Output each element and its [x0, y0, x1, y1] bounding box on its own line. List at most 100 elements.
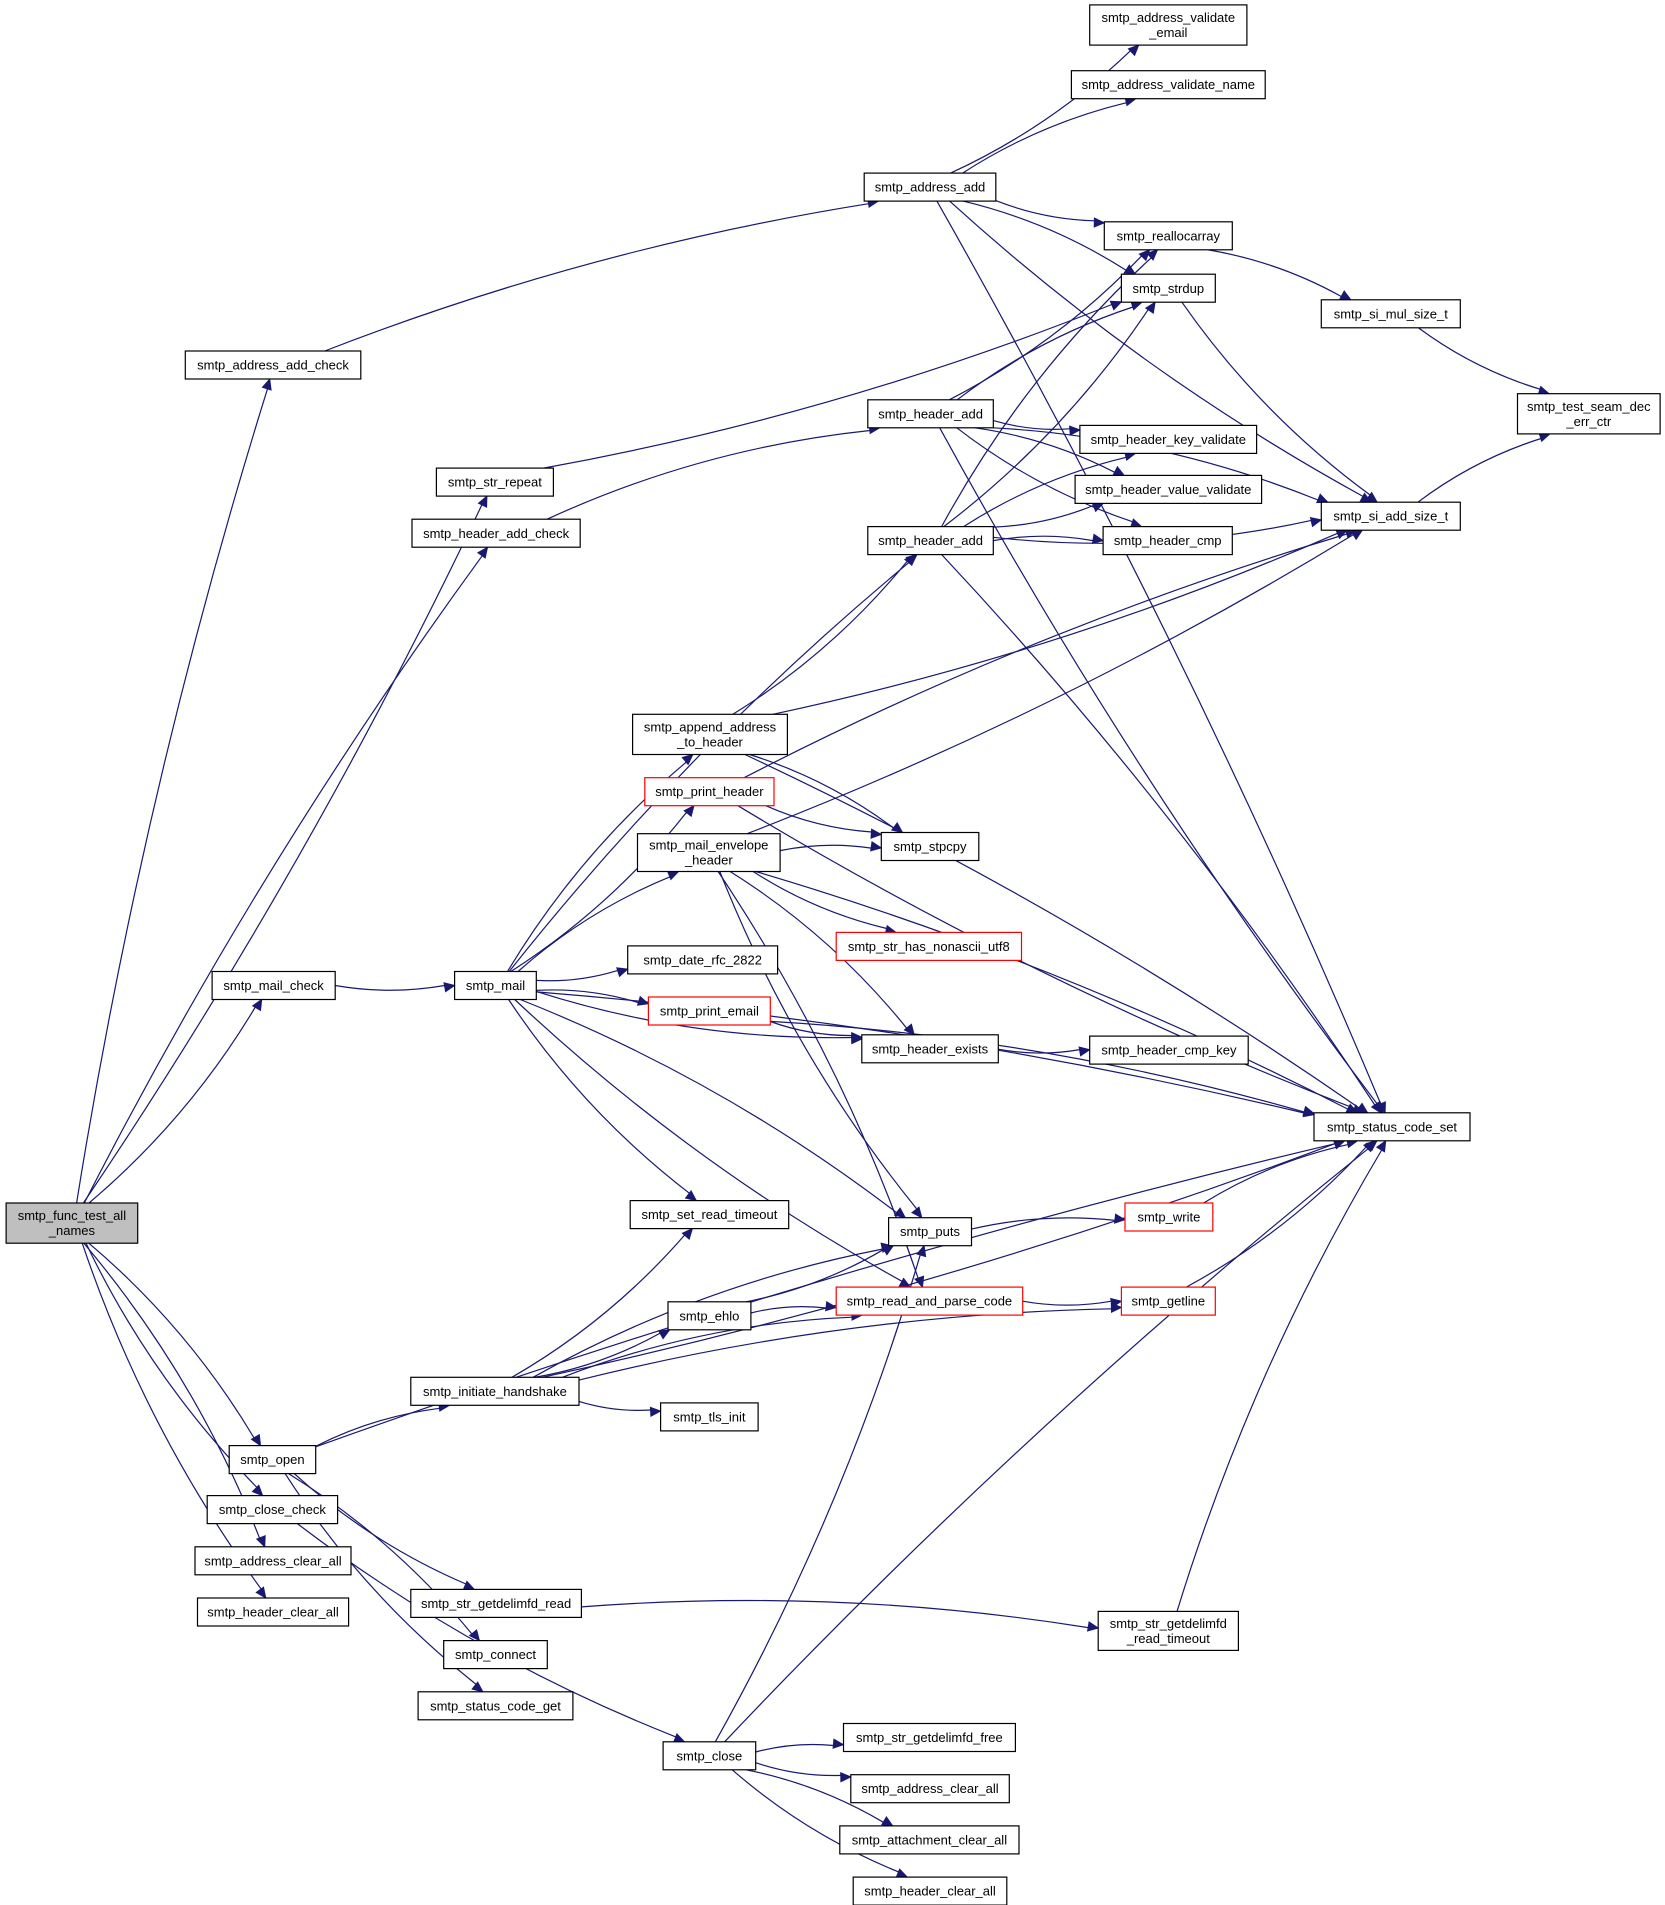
edge-root-to-header-clear-all-l [81, 1243, 267, 1599]
function-node-smtp-print-email[interactable]: smtp_print_email [647, 996, 771, 1026]
edge-line [1186, 1146, 1367, 1288]
node-box [1074, 474, 1263, 504]
function-node-smtp-str-repeat[interactable]: smtp_str_repeat [435, 467, 554, 497]
function-node-smtp-address-clear-all[interactable]: smtp_address_clear_all [194, 1546, 352, 1576]
edge-line [82, 504, 483, 1204]
node-box [1097, 1610, 1239, 1652]
function-node-smtp-str-getdelimfd-free[interactable]: smtp_str_getdelimfd_free [842, 1722, 1016, 1753]
edge-mail-envelope-to-status-code-set [755, 870, 1359, 1114]
arrowhead-icon [1112, 465, 1126, 476]
arrowhead-icon [895, 1868, 909, 1879]
edge-mail-to-puts [519, 998, 907, 1219]
edge-line [581, 1599, 1089, 1629]
function-node-smtp-set-read-timeout[interactable]: smtp_set_read_timeout [629, 1199, 790, 1230]
node-box [647, 996, 771, 1026]
function-node-smtp-close-check[interactable]: smtp_close_check [206, 1494, 339, 1525]
function-node-smtp-address-add-check[interactable]: smtp_address_add_check [184, 350, 362, 380]
node-box [206, 1494, 339, 1525]
function-node-smtp-header-add-check[interactable]: smtp_header_add_check [411, 518, 581, 548]
arrowhead-icon [681, 753, 694, 766]
function-node-smtp-attachment-clear-all[interactable]: smtp_attachment_clear_all [839, 1825, 1020, 1855]
arrowhead-icon [903, 553, 916, 567]
node-label: smtp_address_validate [1101, 10, 1235, 25]
function-node-smtp-append-address-to-header[interactable]: smtp_append_address_to_header [631, 713, 788, 756]
function-node-smtp-strdup[interactable]: smtp_strdup [1120, 273, 1216, 303]
function-node-smtp-header-cmp-key[interactable]: smtp_header_cmp_key [1089, 1035, 1249, 1065]
arrowhead-icon [476, 546, 489, 559]
arrowhead-icon [468, 1629, 481, 1642]
function-node-smtp-str-has-nonascii-utf8[interactable]: smtp_str_has_nonascii_utf8 [835, 931, 1023, 962]
edge-line [514, 999, 903, 1282]
function-node-smtp-header-add[interactable]: smtp_header_add [867, 399, 994, 429]
function-node-smtp-initiate-handshake[interactable]: smtp_initiate_handshake [410, 1376, 580, 1406]
edge-line [743, 533, 1347, 779]
node-label: smtp_address_add [875, 180, 986, 195]
function-node-smtp-puts[interactable]: smtp_puts [887, 1217, 973, 1247]
function-node-smtp-ehlo[interactable]: smtp_ehlo [667, 1301, 752, 1331]
edge-root-to-str-repeat [82, 494, 488, 1204]
function-node-smtp-getline[interactable]: smtp_getline [1120, 1286, 1216, 1316]
function-node-smtp-open[interactable]: smtp_open [228, 1444, 317, 1475]
function-node-smtp-date-rfc-2822[interactable]: smtp_date_rfc_2822 [627, 945, 779, 975]
edge-mail-envelope-to-header-exists [729, 870, 915, 1036]
function-node-smtp-mail-envelope-header[interactable]: smtp_mail_envelope_header [636, 833, 781, 873]
function-node-smtp-si-add-size-t[interactable]: smtp_si_add_size_t [1320, 501, 1461, 531]
node-label: smtp_si_add_size_t [1333, 509, 1448, 524]
arrowhead-icon [657, 1329, 671, 1340]
edge-header-add-2-to-header-value-validate [993, 502, 1105, 528]
function-node-smtp-mail-check[interactable]: smtp_mail_check [211, 970, 336, 1001]
function-node-smtp-print-header[interactable]: smtp_print_header [644, 777, 775, 807]
function-node-smtp-func-test-all-names[interactable]: smtp_func_test_all_names [5, 1202, 139, 1244]
function-node-smtp-close[interactable]: smtp_close [662, 1741, 757, 1771]
function-node-smtp-read-and-parse-code[interactable]: smtp_read_and_parse_code [835, 1286, 1024, 1316]
node-label: smtp_header_clear_all [207, 1605, 339, 1620]
function-node-smtp-header-cmp[interactable]: smtp_header_cmp [1102, 525, 1233, 556]
node-label: smtp_test_seam_dec [1527, 399, 1651, 414]
function-node-smtp-address-add[interactable]: smtp_address_add [863, 172, 997, 202]
function-node-smtp-status-code-set[interactable]: smtp_status_code_set [1313, 1112, 1471, 1142]
function-node-smtp-header-exists[interactable]: smtp_header_exists [861, 1034, 999, 1064]
function-node-smtp-address-validate-name[interactable]: smtp_address_validate_name [1070, 70, 1266, 100]
edge-line [962, 200, 1127, 271]
function-node-smtp-stpcpy[interactable]: smtp_stpcpy [880, 831, 980, 862]
function-node-smtp-connect[interactable]: smtp_connect [443, 1639, 548, 1670]
arrowhead-icon [255, 1535, 266, 1548]
function-node-smtp-address-validate-email[interactable]: smtp_address_validate_email [1089, 4, 1248, 46]
function-node-smtp-str-getdelimfd-read[interactable]: smtp_str_getdelimfd_read [410, 1588, 582, 1619]
node-label: smtp_stpcpy [894, 839, 967, 854]
edge-append-address-to-header-add-2 [732, 553, 916, 715]
function-node-smtp-str-getdelimfd-read-timeout[interactable]: smtp_str_getdelimfd_read_timeout [1097, 1610, 1239, 1652]
arrowhead-icon [893, 1207, 907, 1219]
function-node-smtp-header-clear-all[interactable]: smtp_header_clear_all [196, 1597, 350, 1627]
function-node-smtp-si-mul-size-t[interactable]: smtp_si_mul_size_t [1320, 299, 1461, 329]
edge-line [746, 1248, 885, 1303]
function-node-smtp-tls-init[interactable]: smtp_tls_init [659, 1402, 759, 1432]
function-node-smtp-header-value-validate[interactable]: smtp_header_value_validate [1074, 474, 1263, 504]
arrowhead-icon [672, 1732, 686, 1743]
node-label: smtp_mail_check [223, 978, 324, 993]
edge-line [939, 427, 1378, 1105]
function-node-smtp-header-add[interactable]: smtp_header_add [867, 525, 994, 556]
edge-line [936, 200, 1382, 1105]
edge-line [745, 1769, 884, 1823]
edge-mail-envelope-to-str-has-nonascii [752, 870, 898, 936]
function-node-smtp-reallocarray[interactable]: smtp_reallocarray [1103, 221, 1233, 251]
edge-line [1208, 249, 1342, 298]
function-node-smtp-header-key-validate[interactable]: smtp_header_key_validate [1079, 424, 1258, 454]
node-label: _header [684, 853, 733, 868]
edge-line [1203, 1144, 1349, 1204]
edge-initiate-handshake-to-ehlo [534, 1329, 671, 1378]
function-node-smtp-test-seam-dec-err-ctr[interactable]: smtp_test_seam_dec_err_ctr [1516, 393, 1661, 435]
function-node-smtp-header-clear-all[interactable]: smtp_header_clear_all [852, 1876, 1008, 1905]
function-node-smtp-mail[interactable]: smtp_mail [454, 970, 537, 1001]
edge-line [1176, 1149, 1383, 1612]
node-box [667, 1301, 752, 1331]
function-node-smtp-address-clear-all[interactable]: smtp_address_clear_all [850, 1774, 1010, 1804]
edge-str-getdelimfd-read-to-str-getdelimfd-read-timeout [581, 1599, 1100, 1632]
edge-line [950, 50, 1131, 174]
function-node-smtp-status-code-get[interactable]: smtp_status_code_get [417, 1691, 574, 1721]
node-label: smtp_str_getdelimfd_free [856, 1730, 1003, 1745]
function-node-smtp-write[interactable]: smtp_write [1124, 1202, 1214, 1232]
edge-line [995, 200, 1095, 222]
